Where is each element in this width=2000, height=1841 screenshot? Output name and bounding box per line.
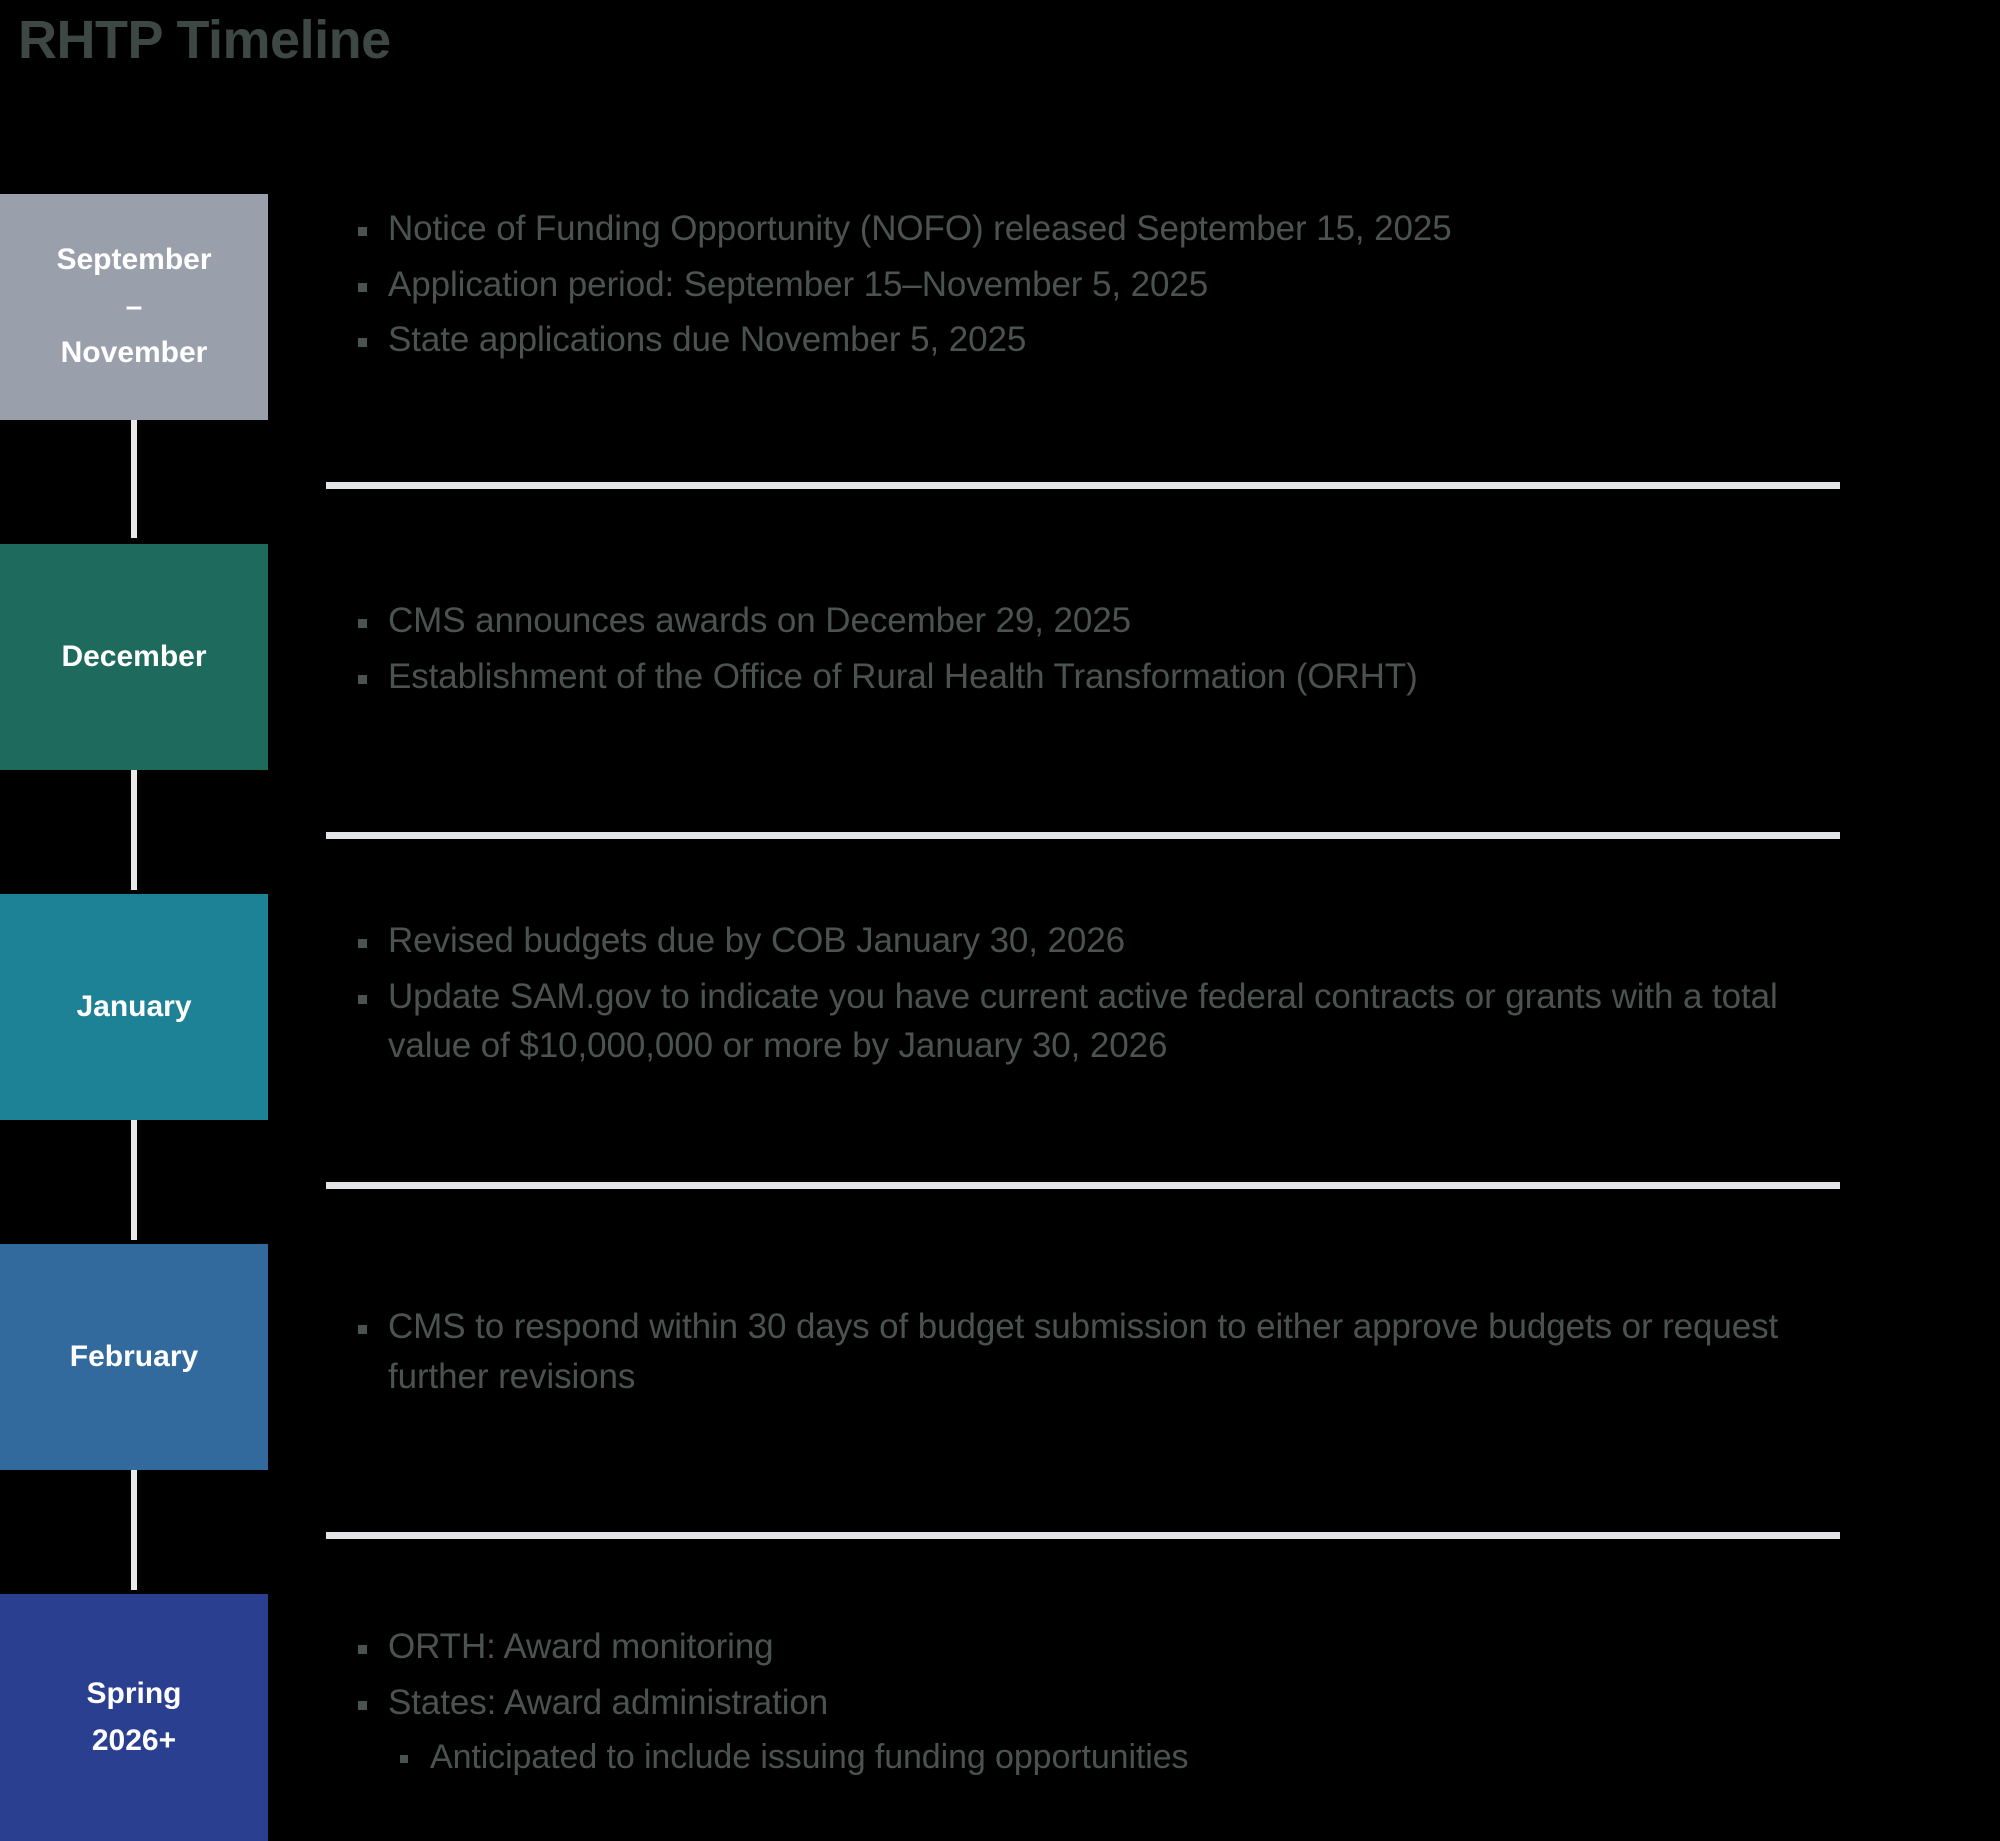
list-item: Revised budgets due by COB January 30, 2… bbox=[348, 916, 1868, 966]
month-label-line: December bbox=[61, 639, 207, 673]
month-label-line: November bbox=[60, 336, 208, 370]
list-item: ORTH: Award monitoring bbox=[348, 1622, 1868, 1672]
timeline-content-spring-2026: ORTH: Award monitoring States: Award adm… bbox=[348, 1622, 1868, 1788]
list-item: Anticipated to include issuing funding o… bbox=[390, 1733, 1868, 1781]
list-item: Notice of Funding Opportunity (NOFO) rel… bbox=[348, 204, 1868, 254]
month-label-line: 2026+ bbox=[91, 1723, 177, 1757]
month-label-january[interactable]: January bbox=[0, 894, 268, 1120]
timeline-connector-2 bbox=[131, 768, 137, 890]
timeline-content-september-november: Notice of Funding Opportunity (NOFO) rel… bbox=[348, 204, 1868, 371]
timeline-connector-3 bbox=[131, 1118, 137, 1240]
month-label-line: September bbox=[56, 243, 212, 277]
list-item: States: Award administration bbox=[348, 1678, 1868, 1728]
list-item: Update SAM.gov to indicate you have curr… bbox=[348, 972, 1868, 1071]
month-label-december[interactable]: December bbox=[0, 544, 268, 770]
timeline-content-december: CMS announces awards on December 29, 202… bbox=[348, 596, 1868, 707]
month-label-line: Spring bbox=[86, 1677, 182, 1710]
list-item: Application period: September 15–Novembe… bbox=[348, 260, 1868, 310]
section-divider-4 bbox=[326, 1532, 1840, 1539]
timeline-content-february: CMS to respond within 30 days of budget … bbox=[348, 1302, 1868, 1407]
list-item: CMS to respond within 30 days of budget … bbox=[348, 1302, 1868, 1401]
month-label-line: February bbox=[69, 1339, 199, 1373]
month-label-february[interactable]: February bbox=[0, 1244, 268, 1470]
month-label-line: January bbox=[76, 989, 192, 1023]
list-item: CMS announces awards on December 29, 202… bbox=[348, 596, 1868, 646]
timeline-connector-1 bbox=[131, 418, 137, 538]
list-item: Establishment of the Office of Rural Hea… bbox=[348, 652, 1868, 702]
section-divider-1 bbox=[326, 482, 1840, 489]
month-label-september-november[interactable]: September – November bbox=[0, 194, 268, 420]
timeline-content-january: Revised budgets due by COB January 30, 2… bbox=[348, 916, 1868, 1077]
section-divider-2 bbox=[326, 832, 1840, 839]
section-divider-3 bbox=[326, 1182, 1840, 1189]
list-item: State applications due November 5, 2025 bbox=[348, 315, 1868, 365]
month-label-spring-2026[interactable]: Spring 2026+ bbox=[0, 1594, 268, 1841]
page-title: RHTP Timeline bbox=[18, 10, 391, 70]
timeline-connector-4 bbox=[131, 1468, 137, 1590]
month-label-line: – bbox=[125, 289, 143, 323]
